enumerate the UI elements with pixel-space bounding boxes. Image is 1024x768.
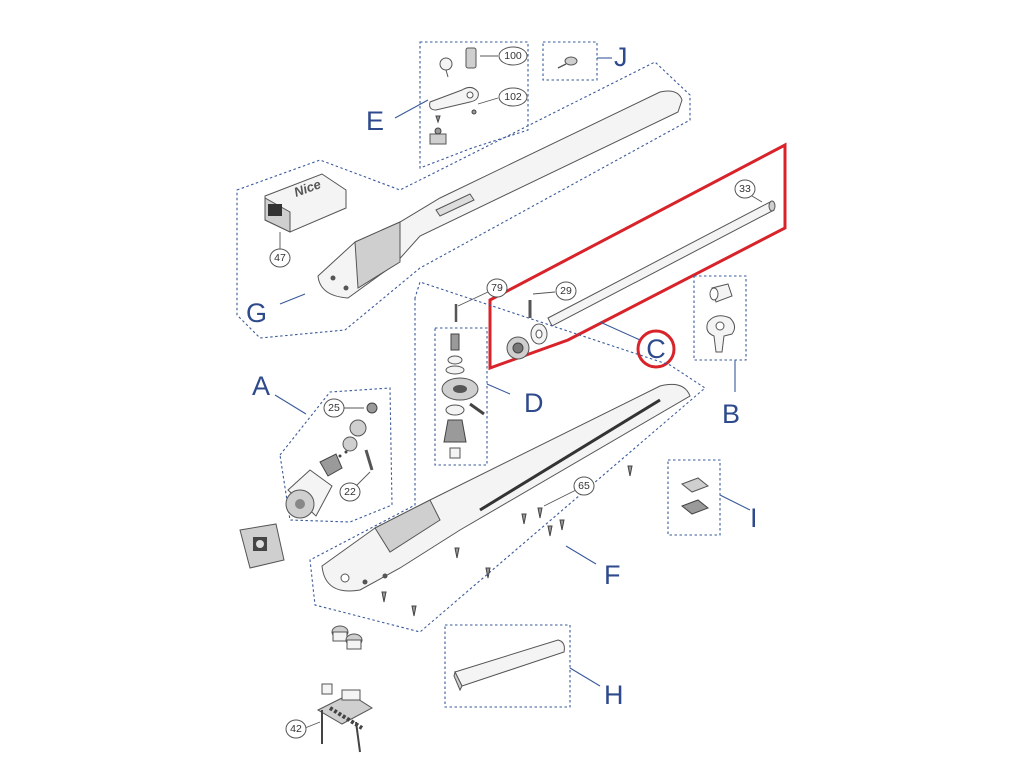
part-number-47: 47 [269, 232, 291, 268]
group-label-d: D [524, 388, 544, 418]
gearmotor-part [285, 402, 378, 519]
part-number-29: 29 [532, 281, 577, 301]
release-lever-part [429, 86, 479, 111]
bushing-part [709, 283, 733, 303]
group-c: 33 29 C [488, 142, 787, 371]
part-number-47-label: 47 [274, 252, 286, 264]
group-g: Nice 47 G [236, 61, 691, 339]
group-j: J [542, 41, 628, 81]
end-cap-cover: Nice [264, 173, 347, 233]
group-b: B [693, 275, 747, 429]
main-housing-cover [317, 90, 683, 299]
base-frame-part [321, 383, 691, 592]
group-label-e: E [366, 106, 384, 136]
group-label-b: B [722, 399, 740, 429]
part-number-33: 33 [734, 179, 763, 203]
part-number-25-label: 25 [328, 402, 340, 414]
group-i: I [667, 459, 758, 536]
group-c-highlight-box [488, 142, 787, 371]
group-label-i: I [750, 503, 758, 533]
group-label-a: A [252, 371, 270, 401]
group-a: 25 22 A [252, 371, 393, 523]
part-number-102-label: 102 [504, 91, 522, 103]
group-label-f: F [604, 560, 621, 590]
screws-set [381, 465, 633, 617]
part-number-100: 100 [480, 46, 528, 66]
group-c-highlight-circle [636, 329, 676, 369]
release-key-part [706, 315, 736, 353]
part-number-29-label: 29 [560, 285, 572, 297]
gear-shaft-assembly [441, 333, 485, 459]
part-number-42-label: 42 [290, 723, 302, 735]
worm-screw-rod [547, 200, 776, 327]
latch-part [429, 127, 447, 145]
release-lock-part [439, 47, 477, 78]
washer-part [530, 323, 548, 345]
part-number-42: 42 [285, 719, 321, 739]
pinion-gear-part [506, 336, 530, 360]
part-number-79: 79 [457, 278, 508, 307]
part-number-65: 65 [543, 476, 595, 507]
small-screw-part [435, 109, 477, 124]
cotter-pin-part [557, 56, 578, 69]
group-label-j: J [614, 42, 628, 72]
part-number-33-label: 33 [739, 183, 751, 195]
group-h: H [444, 624, 624, 710]
part-number-22: 22 [339, 471, 371, 502]
group-e: 100 102 E [366, 41, 529, 169]
part-number-22-label: 22 [344, 486, 356, 498]
part-number-100-label: 100 [504, 50, 522, 62]
part-number-25: 25 [323, 398, 364, 418]
control-board-part [239, 523, 285, 569]
part-number-65-label: 65 [578, 480, 590, 492]
group-d: 79 D [434, 278, 544, 466]
group-label-g: G [246, 298, 267, 328]
plate-part [453, 639, 565, 692]
cable-glands-part [331, 625, 363, 650]
group-label-c: C [646, 334, 666, 364]
pads-part [681, 477, 709, 515]
terminal-block-part [316, 683, 373, 753]
group-f: 65 F [309, 281, 706, 633]
group-label-h: H [604, 680, 624, 710]
part-number-79-label: 79 [491, 282, 503, 294]
part-number-102: 102 [477, 87, 528, 107]
